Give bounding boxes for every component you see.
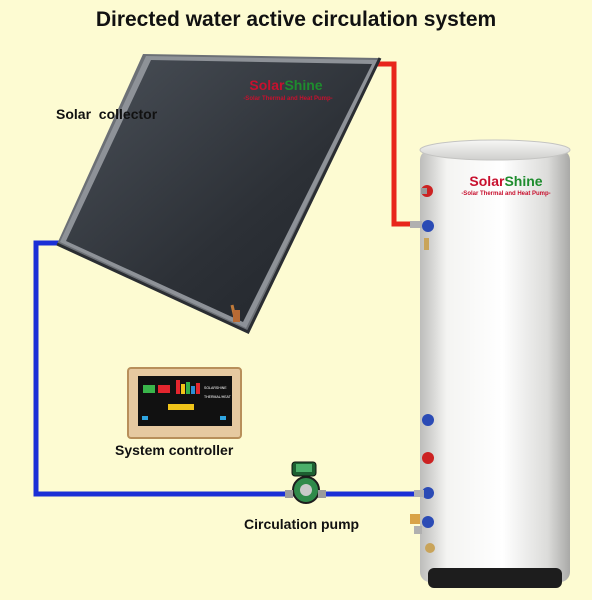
controller-panel-line1: SOLARSHINE bbox=[204, 386, 227, 390]
system-controller-label: System controller bbox=[115, 442, 234, 458]
collector-brand-tagline: -Solar Thermal and Heat Pump- bbox=[243, 96, 332, 102]
circulation-pump-icon bbox=[285, 461, 326, 504]
tank-brand-logo: SolarShine bbox=[469, 173, 542, 189]
solar-collector-label: Solar collector bbox=[56, 106, 158, 122]
tank-fitting-hot-inlet bbox=[421, 185, 433, 197]
tank-fitting-upper-cold bbox=[422, 414, 434, 426]
system-controller-unit: SOLARSHINE THERMAL/HEAT bbox=[127, 367, 242, 439]
collector-brand-logo: SolarShine bbox=[249, 77, 322, 93]
solar-collector-panel: SolarShine -Solar Thermal and Heat Pump- bbox=[56, 54, 382, 334]
cold-pipe bbox=[33, 240, 420, 497]
controller-panel-line2: THERMAL/HEAT bbox=[204, 395, 232, 399]
hot-pipe bbox=[377, 61, 420, 227]
tank-fitting-coil-return bbox=[414, 487, 434, 499]
storage-tank: SolarShine -Solar Thermal and Heat Pump- bbox=[410, 139, 571, 588]
tank-fitting-drain bbox=[410, 514, 435, 553]
tank-brand-tagline: -Solar Thermal and Heat Pump- bbox=[461, 191, 550, 197]
diagram-title: Directed water active circulation system bbox=[95, 8, 497, 31]
tank-fitting-mid bbox=[422, 452, 434, 464]
tank-fitting-hot-outlet bbox=[410, 220, 434, 250]
circulation-pump-label: Circulation pump bbox=[244, 516, 360, 532]
